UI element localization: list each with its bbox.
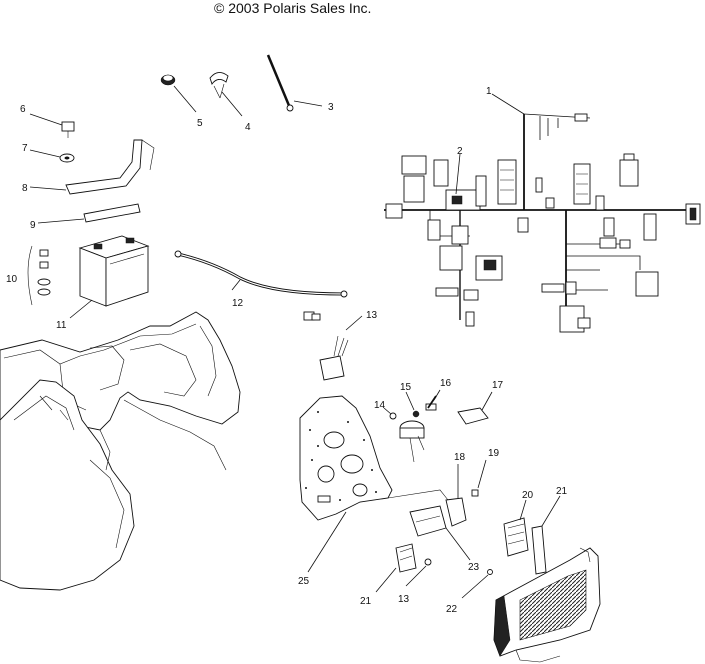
part-16-bolt xyxy=(425,389,441,411)
callouts: 1 2 3 4 5 6 7 8 9 10 11 12 13 13 14 15 1… xyxy=(6,86,568,615)
callout-12: 12 xyxy=(232,298,244,309)
callout-13-upper: 13 xyxy=(366,310,378,321)
frame-chassis xyxy=(0,311,241,591)
part-6-fastener xyxy=(29,113,75,138)
part-20-module xyxy=(503,499,529,557)
part-17-label xyxy=(457,391,493,425)
callout-8: 8 xyxy=(22,183,28,194)
part-21-right-bracket xyxy=(531,495,561,575)
part-12-cable xyxy=(174,250,348,298)
part-18-regulator xyxy=(409,464,467,537)
callout-9: 9 xyxy=(30,220,36,231)
callout-16: 16 xyxy=(440,378,452,389)
callout-22: 22 xyxy=(446,604,458,615)
callout-20: 20 xyxy=(522,490,534,501)
callout-25: 25 xyxy=(298,576,310,587)
callout-23: 23 xyxy=(468,562,480,573)
part-5-grommet xyxy=(160,74,197,113)
part-13-lower-screw xyxy=(405,558,432,587)
callout-6: 6 xyxy=(20,104,26,115)
callout-3: 3 xyxy=(328,102,334,113)
part-22-screw xyxy=(461,569,493,599)
copyright-notice: © 2003 Polaris Sales Inc. xyxy=(214,0,372,16)
part-7-washer xyxy=(29,149,75,163)
callout-21-left: 21 xyxy=(360,596,372,607)
part-15-relay xyxy=(399,391,425,463)
callout-10: 10 xyxy=(6,274,18,285)
callout-13-lower: 13 xyxy=(398,594,410,605)
callout-15: 15 xyxy=(400,382,412,393)
part-11-battery xyxy=(69,235,150,319)
part-4-clip xyxy=(209,72,243,117)
part-1-wiring-harness xyxy=(384,93,701,333)
callout-7: 7 xyxy=(22,143,28,154)
callout-2: 2 xyxy=(457,146,463,157)
part-10-terminals xyxy=(27,245,51,306)
cover-panel xyxy=(493,547,601,663)
part-19-connector xyxy=(471,459,487,497)
part-25-mounting-panel xyxy=(299,395,449,573)
part-13-upper-connector xyxy=(303,311,363,381)
part-14-nut xyxy=(383,407,397,420)
part-21-left-module xyxy=(375,543,417,593)
callout-1: 1 xyxy=(486,86,492,97)
callout-4: 4 xyxy=(245,122,251,133)
part-23-bracket xyxy=(445,527,471,561)
callout-21-right: 21 xyxy=(556,486,568,497)
panel-holes xyxy=(305,411,377,501)
part-3-rod xyxy=(266,54,323,112)
callout-5: 5 xyxy=(197,118,203,129)
callout-17: 17 xyxy=(492,380,504,391)
part-8-bracket xyxy=(29,139,155,195)
callout-11: 11 xyxy=(56,320,67,331)
callout-19: 19 xyxy=(488,448,500,459)
callout-18: 18 xyxy=(454,452,466,463)
part-9-pad xyxy=(37,203,141,224)
callout-14: 14 xyxy=(374,400,386,411)
